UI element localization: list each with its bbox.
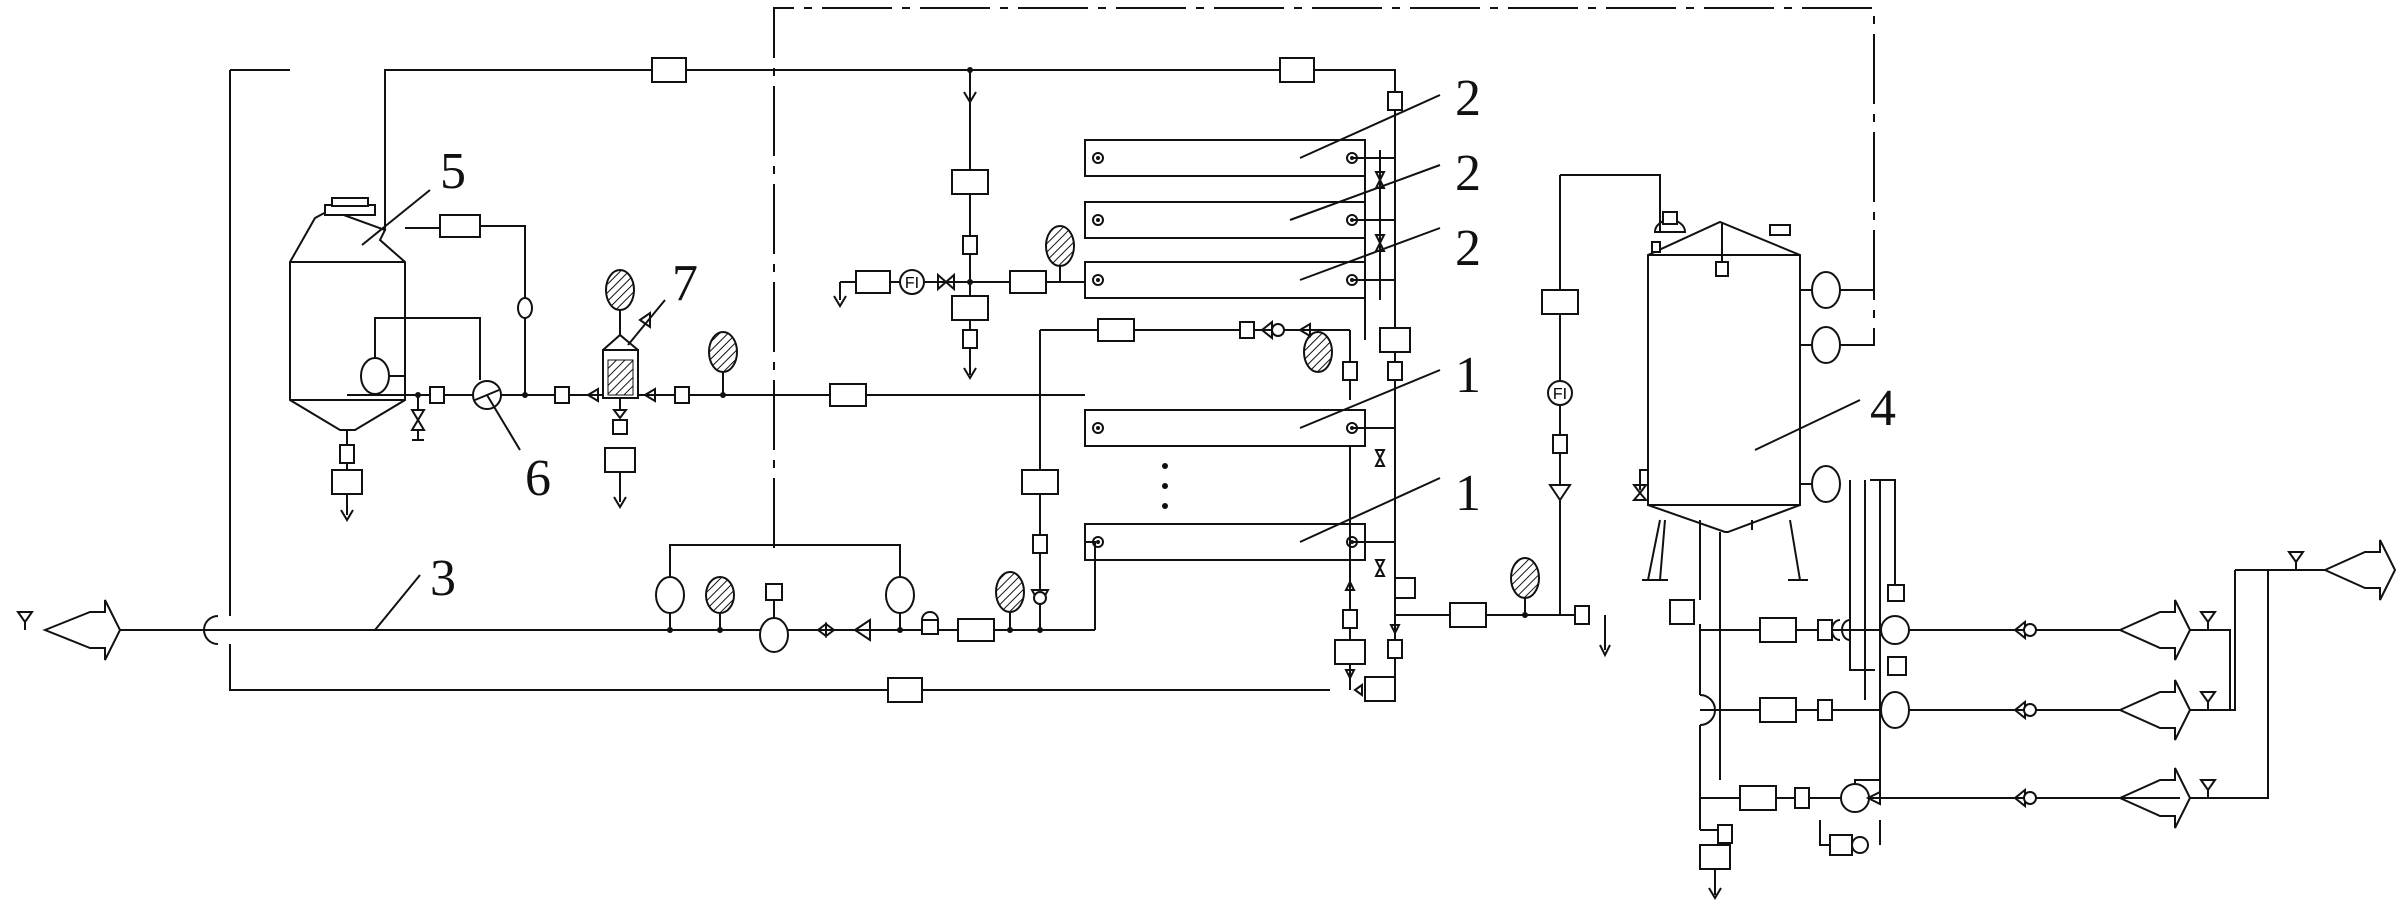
label-6: 6 bbox=[525, 450, 551, 507]
label-2c: 2 bbox=[1455, 220, 1481, 277]
tank-5 bbox=[289, 197, 533, 522]
label-2a: 2 bbox=[1455, 70, 1481, 127]
bypass-loop bbox=[229, 69, 1330, 703]
membrane-stack bbox=[1040, 91, 1611, 702]
label-3: 3 bbox=[430, 550, 456, 607]
flow-indicator-fi: FI bbox=[905, 275, 919, 292]
feed-line bbox=[347, 269, 1040, 509]
inlet-line bbox=[16, 599, 1095, 661]
product-pumps bbox=[1669, 479, 2397, 900]
membrane-feed bbox=[1021, 330, 1096, 633]
label-1a: 1 bbox=[1455, 347, 1481, 404]
flow-indicator-fi-2: FI bbox=[1553, 386, 1567, 403]
label-1b: 1 bbox=[1455, 465, 1481, 522]
label-2b: 2 bbox=[1455, 145, 1481, 202]
callout-labels: 2 2 2 1 1 3 4 5 6 7 bbox=[361, 70, 1896, 631]
booster-pumps bbox=[655, 544, 1025, 653]
label-7: 7 bbox=[672, 255, 698, 312]
ellipsis-dots bbox=[1162, 463, 1168, 509]
label-5: 5 bbox=[440, 143, 466, 200]
tank-4: FI bbox=[1541, 174, 1841, 615]
middle-column: FI bbox=[833, 91, 1085, 380]
label-4: 4 bbox=[1870, 380, 1896, 437]
